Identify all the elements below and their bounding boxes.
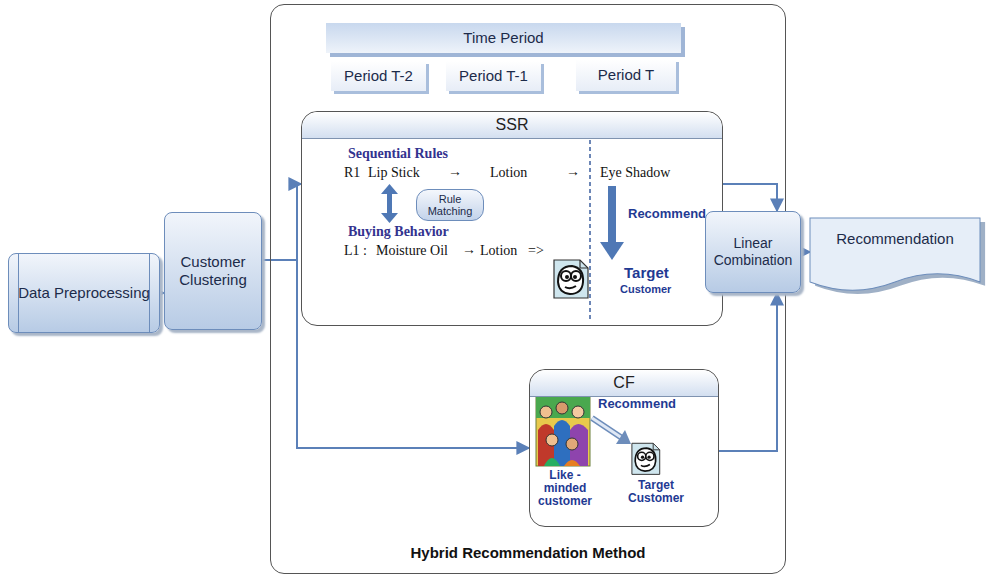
action-label: Recommend — [628, 206, 706, 221]
rule-arrow: → — [448, 164, 462, 180]
node-text: Linear Combination — [706, 235, 800, 269]
customer-label: Target Customer — [620, 479, 692, 505]
connector — [719, 293, 777, 451]
customer-label: Customer — [620, 283, 671, 295]
period-tab: Period T-1 — [446, 61, 541, 91]
node-text: Customer Clustering — [165, 253, 261, 289]
rule-heading: Sequential Rules — [348, 146, 448, 162]
rule-item: Eye Shadow — [600, 165, 670, 181]
process-box: Data Preprocessing — [8, 253, 160, 333]
rule-arrow: → — [462, 242, 476, 258]
target-customer-icon — [632, 443, 660, 474]
rule-arrow: → — [566, 164, 580, 180]
rule-heading: Buying Behavior — [348, 224, 449, 240]
node-text: Time Period — [463, 29, 543, 47]
method-frame: Hybrid Recommendation Method Time PeriodP… — [270, 4, 786, 574]
period-tab: Period T-2 — [331, 61, 426, 91]
document-outline — [810, 218, 980, 296]
node-text: CF — [530, 370, 718, 397]
rule-item: Moisture Oil — [376, 243, 448, 259]
document-body — [810, 218, 980, 290]
target-customer-icon — [554, 260, 588, 298]
connector — [801, 251, 810, 253]
connector — [262, 260, 529, 448]
node-text: Period T — [598, 66, 654, 84]
rule-item: Lip Stick — [368, 165, 420, 181]
time-band: Time Period — [326, 23, 681, 53]
node-text: Recommendation — [836, 230, 954, 248]
matching-box: Rule Matching — [416, 189, 484, 221]
node-text: Data Preprocessing — [18, 284, 150, 302]
action-label: Recommend — [598, 396, 676, 411]
connector — [723, 184, 777, 211]
process-box: Customer Clustering — [164, 212, 262, 330]
node-text: Rule Matching — [417, 193, 483, 217]
node-text: Period T-2 — [344, 67, 413, 85]
rule-item: Lotion — [490, 165, 527, 181]
crowd-picture — [536, 396, 590, 466]
process-box: Linear Combination — [705, 211, 801, 293]
rule-item: R1 — [344, 165, 360, 181]
period-divider — [589, 140, 591, 322]
connector — [262, 184, 301, 260]
node-text: SSR — [302, 112, 722, 139]
node-text: Hybrid Recommendation Method — [271, 544, 785, 561]
double-arrow — [381, 184, 398, 223]
rule-arrow: => — [528, 243, 544, 259]
rule-item: Lotion — [480, 243, 517, 259]
document-shape: Recommendation — [810, 218, 980, 296]
customer-label: Target — [624, 264, 669, 281]
node-text: Period T-1 — [459, 67, 528, 85]
recommend-arrow — [600, 186, 624, 260]
customer-label: Like - minded customer — [534, 469, 596, 508]
period-tab: Period T — [576, 59, 676, 91]
rule-item: L1 : — [344, 243, 367, 259]
cf-recommend-arrow — [592, 418, 631, 444]
